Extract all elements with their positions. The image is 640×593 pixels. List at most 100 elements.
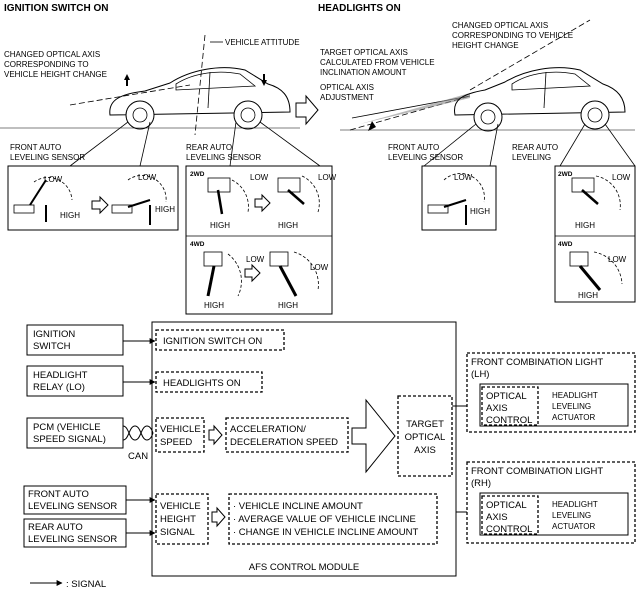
front-sensor-right-label-2: LEVELING SENSOR: [388, 153, 463, 162]
left-axis-label-1: CHANGED OPTICAL AXIS: [4, 50, 100, 59]
rear-left-2wd-high-2: HIGH: [278, 221, 298, 230]
target-axis-label-2: CALCULATED FROM VEHICLE: [320, 58, 435, 67]
incline-text-1: · VEHICLE INCLINE AMOUNT: [233, 501, 363, 512]
adjustment-label-2: ADJUSTMENT: [320, 93, 374, 102]
ignition-label-1: IGNITION: [33, 329, 75, 340]
right-rear-leader-2: [604, 123, 636, 167]
rh-oac-2: AXIS: [486, 512, 508, 523]
rh-title-1: FRONT COMBINATION LIGHT: [471, 466, 603, 477]
right-title: HEADLIGHTS ON: [318, 3, 401, 14]
ignition-on-box: [155, 329, 285, 351]
rear-left-4wd-low-1: LOW: [246, 255, 265, 264]
lh-oac-2: AXIS: [486, 403, 508, 414]
can-bus-icon: [122, 425, 154, 441]
rear-sensor-left-label-2: LEVELING SENSOR: [186, 153, 261, 162]
rear-left-2wd-low-1: LOW: [250, 173, 269, 182]
right-axis-label-1: CHANGED OPTICAL AXIS: [452, 21, 548, 30]
front-sensor-input-label-1: FRONT AUTO: [28, 489, 89, 500]
rear-sensor-input-label-1: REAR AUTO: [28, 522, 83, 533]
rh-actuator-2: LEVELING: [552, 511, 591, 520]
lh-actuator-2: LEVELING: [552, 402, 591, 411]
target-axis-text-3: AXIS: [414, 445, 436, 456]
left-title: IGNITION SWITCH ON: [4, 3, 108, 14]
incline-box: [228, 493, 438, 545]
rear-right-2wd-low: LOW: [612, 173, 631, 182]
headlight-relay-label-1: HEADLIGHT: [33, 370, 88, 381]
right-front-leader-2: [489, 123, 499, 167]
rh-actuator-1: HEADLIGHT: [552, 500, 598, 509]
rear-sensor-input-label-2: LEVELING SENSOR: [28, 534, 117, 545]
front-right-low: LOW: [454, 173, 473, 182]
right-axis-label-2: CORRESPONDING TO VEHICLE: [452, 31, 573, 40]
rear-sensor-detail-right: [554, 165, 636, 303]
height-signal-text-2: HEIGHT: [160, 514, 196, 525]
front-sensor-right-label-1: FRONT AUTO: [388, 143, 439, 152]
rear-right-4wd-low: LOW: [608, 255, 627, 264]
rear-callout-leader: [229, 121, 237, 167]
lh-title-1: FRONT COMBINATION LIGHT: [471, 357, 603, 368]
rh-oac-3: CONTROL: [486, 524, 532, 535]
front-sensor-left-label-2: LEVELING SENSOR: [10, 153, 85, 162]
rh-actuator-3: ACTUATOR: [552, 522, 595, 531]
vehicle-height-signal-box: [155, 493, 209, 545]
can-label: CAN: [128, 451, 148, 462]
rear-sensor-right-label-1: REAR AUTO: [512, 143, 558, 152]
down-arrow-icon: [261, 74, 267, 86]
rear-left-4wd-high-2: HIGH: [278, 301, 298, 310]
pcm-label-2: SPEED SIGNAL): [33, 434, 106, 445]
lh-actuator-1: HEADLIGHT: [552, 391, 598, 400]
front-sensor-left-label-1: FRONT AUTO: [10, 143, 61, 152]
left-car: [0, 34, 300, 136]
front-callout-leader: [69, 121, 129, 167]
ignition-switch-box: [26, 324, 124, 356]
right-axis-label-3: HEIGHT CHANGE: [452, 41, 519, 50]
rear-sensor-mechanism-2wd: [207, 175, 320, 215]
target-axis-label-3: INCLINATION AMOUNT: [320, 68, 407, 77]
rear-sensor-mechanism-right: [569, 175, 623, 291]
rear-sensor-left-label-1: REAR AUTO: [186, 143, 232, 152]
headlight-relay-label-2: RELAY (LO): [33, 382, 85, 393]
rear-right-2wd-high: HIGH: [575, 221, 595, 230]
to-target-arrow-icon: [351, 398, 396, 474]
rear-sensor-right-label-2: LEVELING: [512, 153, 551, 162]
rear-callout-leader-2: [259, 121, 321, 167]
transition-arrow-icon: [295, 94, 319, 126]
incline-text-2: · AVERAGE VALUE OF VEHICLE INCLINE: [233, 514, 416, 525]
lh-actuator-3: ACTUATOR: [552, 413, 595, 422]
afs-module-label: AFS CONTROL MODULE: [249, 562, 360, 573]
ignition-label-2: SWITCH: [33, 341, 71, 352]
rh-oac-1: OPTICAL: [486, 500, 527, 511]
left-axis-label-2: CORRESPONDING TO: [4, 60, 89, 69]
acceleration-box: [225, 417, 349, 453]
target-optical-axis-box: [397, 395, 453, 477]
height-arrow-icon: [211, 506, 226, 528]
lh-optical-axis-control: [481, 386, 539, 426]
height-signal-text-3: SIGNAL: [160, 527, 195, 538]
height-signal-text-1: VEHICLE: [160, 501, 201, 512]
rear-right-2wd-label: 2WD: [558, 171, 573, 178]
speed-arrow-icon: [208, 424, 223, 446]
vehicle-speed-text-1: VEHICLE: [160, 424, 201, 435]
signal-legend-label: : SIGNAL: [66, 579, 106, 590]
front-left-low-2: LOW: [138, 173, 157, 182]
incline-text-3: · CHANGE IN VEHICLE INCLINE AMOUNT: [233, 527, 418, 538]
up-arrow-icon: [124, 74, 130, 86]
right-car: [340, 19, 635, 132]
right-rear-leader: [559, 123, 586, 167]
rear-right-4wd-high: HIGH: [578, 291, 598, 300]
front-left-high-1: HIGH: [60, 211, 80, 220]
front-left-low-1: LOW: [44, 175, 63, 184]
rear-sensor-box: [23, 518, 127, 548]
rear-left-4wd-label: 4WD: [190, 241, 205, 248]
vehicle-attitude-label: VEHICLE ATTITUDE: [225, 38, 300, 47]
accel-text-1: ACCELERATION/: [230, 424, 306, 435]
front-sensor-detail-right: [421, 165, 497, 231]
front-left-high-2: HIGH: [155, 205, 175, 214]
front-sensor-box: [23, 485, 127, 515]
front-sensor-mechanism: [13, 175, 167, 225]
target-axis-text-2: OPTICAL: [405, 432, 446, 443]
right-front-leader: [423, 123, 477, 167]
rear-right-4wd-label: 4WD: [558, 241, 573, 248]
vehicle-speed-text-2: SPEED: [160, 437, 192, 448]
